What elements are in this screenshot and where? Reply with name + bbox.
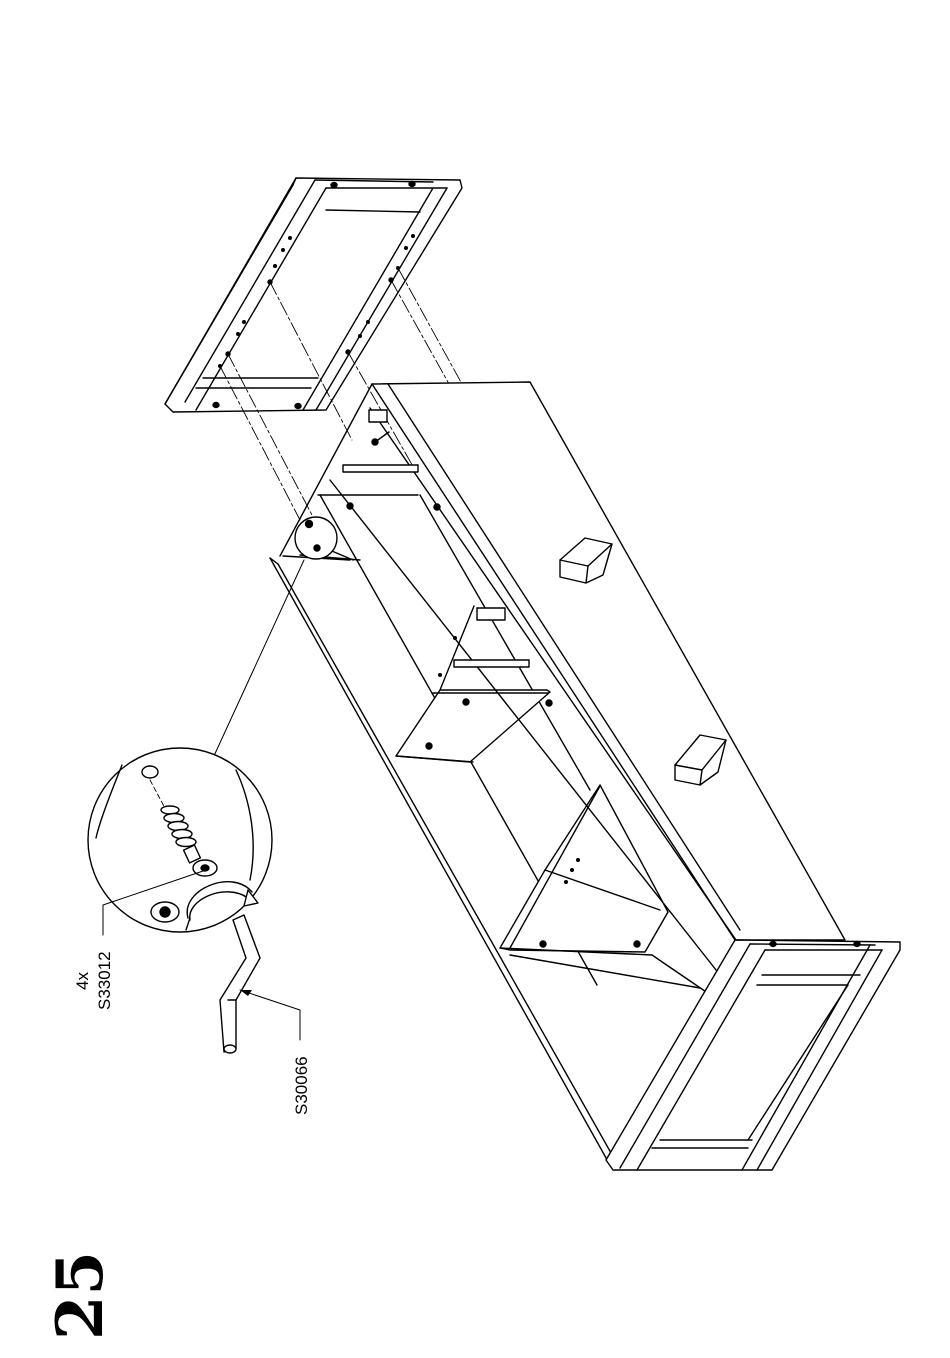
- detail-magnifier: [88, 748, 272, 932]
- key-callout-leader: [240, 990, 300, 1040]
- hex-key-part-code-label: S30066: [292, 1056, 311, 1115]
- step-number: 25: [43, 1251, 118, 1340]
- hex-key-tool: [220, 915, 260, 1053]
- bolt-part-code-label: S33012: [95, 951, 114, 1010]
- bolt-quantity-label: 4x: [73, 972, 92, 990]
- top-end-frame: [165, 178, 462, 412]
- bottom-end-frame: [606, 940, 900, 1170]
- detail-leader-line: [213, 560, 304, 758]
